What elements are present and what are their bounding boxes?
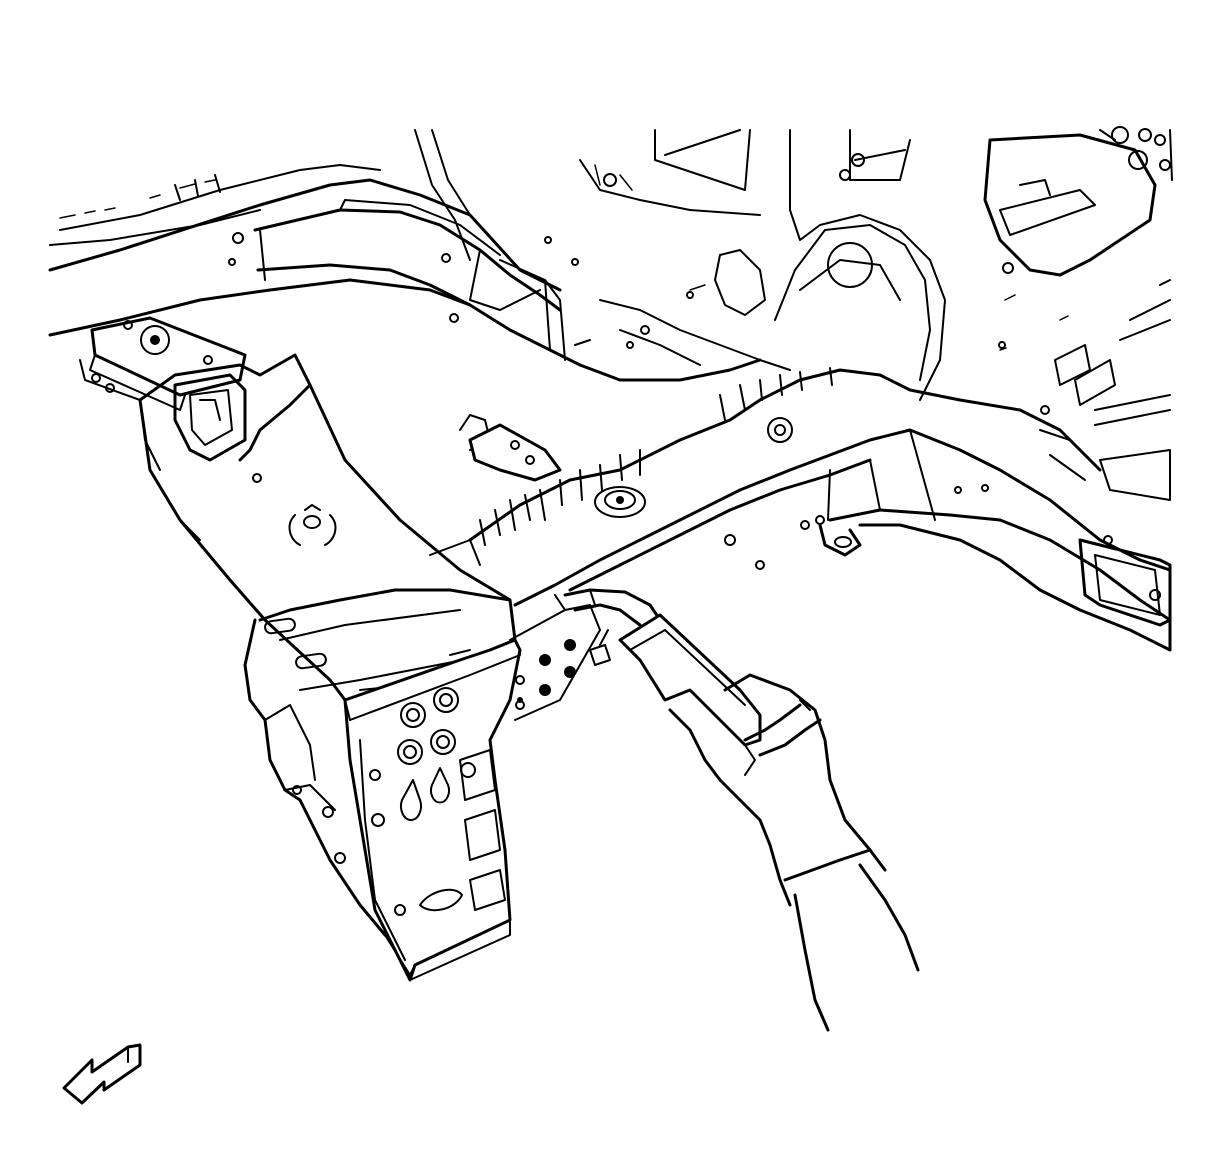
front-bracket <box>243 594 611 982</box>
suspension-mount <box>139 399 201 541</box>
right-frame-rail <box>429 367 1172 652</box>
gloved-hand <box>668 673 920 1032</box>
front-direction-arrow-icon <box>62 1043 142 1105</box>
front-crossmember <box>79 316 517 702</box>
left-frame-rail <box>253 199 791 382</box>
background-body-structure <box>48 126 1173 501</box>
